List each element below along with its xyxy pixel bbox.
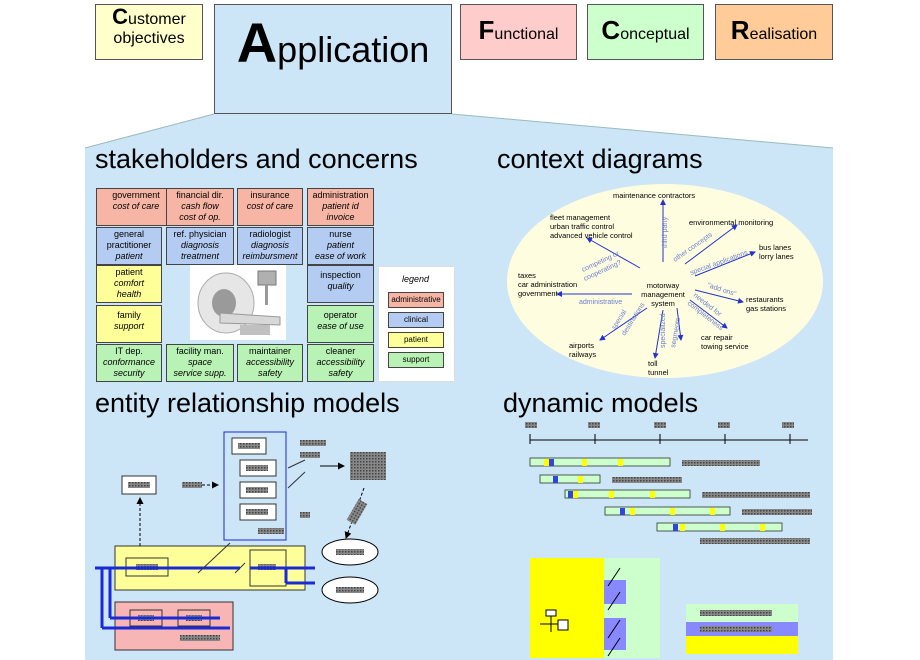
conceptual-box[interactable]: Conceptual (587, 4, 704, 60)
customer-objectives-box[interactable]: Customer objectives (95, 4, 203, 60)
realisation-label: ealisation (749, 26, 818, 43)
context-buslanes-1: bus lanes (759, 243, 791, 252)
objectives-label: objectives (113, 30, 185, 47)
functional-initial: F (478, 15, 495, 45)
context-carrepair-1: car repair (701, 333, 733, 342)
context-center-line2: management (641, 290, 686, 299)
context-taxes-3: government (518, 289, 559, 298)
legend-patient: patient (388, 332, 444, 348)
entity-title: entity relationship models (95, 388, 400, 418)
context-center-line3: system (651, 299, 675, 308)
context-airports-2: railways (569, 350, 596, 359)
customer-label: ustomer (128, 11, 186, 28)
functional-box[interactable]: Functional (460, 4, 577, 60)
legend-support: support (388, 352, 444, 368)
context-taxes-2: car administration (518, 280, 577, 289)
conceptual-label: onceptual (620, 26, 690, 43)
legend-clinical: clinical (388, 312, 444, 328)
context-center-line1: motorway (647, 281, 680, 290)
application-initial: A (236, 11, 278, 74)
conceptual-initial: C (601, 15, 621, 45)
context-toll-1: toll (648, 359, 658, 368)
functional-label: unctional (494, 26, 559, 43)
context-restaurants-1: restaurants (746, 295, 784, 304)
dynamic-title: dynamic models (503, 388, 699, 418)
legend-administrative: administrative (388, 292, 444, 308)
realisation-initial: R (730, 15, 750, 45)
context-title: context diagrams (497, 144, 703, 174)
context-airports-1: airports (569, 341, 594, 350)
arrow-label-administrative: administrative (579, 299, 622, 306)
stakeholders-title: stakeholders and concerns (95, 144, 418, 174)
mri-scanner-image (190, 265, 286, 340)
dynamic-models-diagram (525, 422, 812, 658)
arrow-label-third-party: third party (662, 216, 669, 248)
legend-title: legend (401, 274, 430, 284)
arrow-label-specialized-1: specialized (660, 313, 667, 348)
context-buslanes-2: lorry lanes (759, 252, 794, 261)
realisation-box[interactable]: Realisation (715, 4, 833, 60)
entity-relationship-diagram (95, 431, 386, 651)
context-taxes-1: taxes (518, 271, 536, 280)
context-fleet-3: advanced vehicle control (550, 231, 633, 240)
context-diagram: motorway management system maintenance c… (507, 184, 823, 378)
customer-initial: C (112, 4, 129, 29)
application-box[interactable]: Application (214, 4, 452, 114)
context-environmental: environmental monitoring (689, 218, 773, 227)
context-maintenance: maintenance contractors (613, 191, 695, 200)
context-toll-2: tunnel (648, 368, 669, 377)
context-fleet-2: urban traffic control (550, 222, 614, 231)
context-fleet-1: fleet management (550, 213, 611, 222)
context-carrepair-2: towing service (701, 342, 749, 351)
application-label: pplication (277, 29, 430, 70)
context-restaurants-2: gas stations (746, 304, 786, 313)
